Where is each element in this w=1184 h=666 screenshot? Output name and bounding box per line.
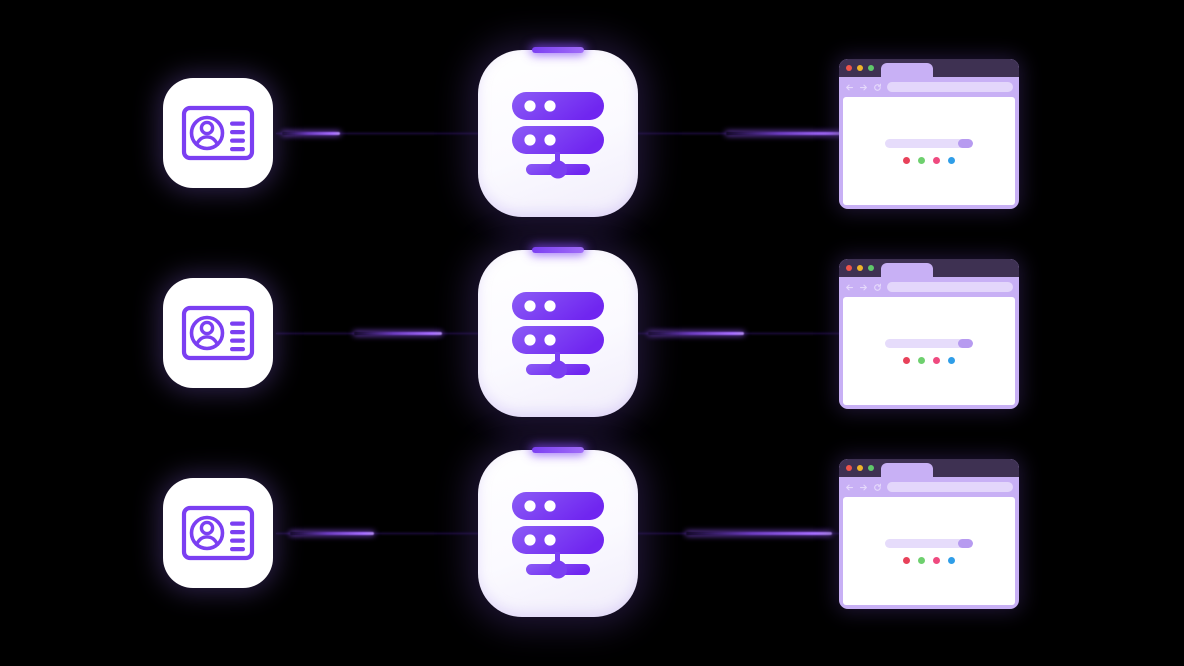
minimize-light-icon[interactable] [857, 465, 863, 471]
browser-window[interactable] [839, 59, 1019, 209]
data-pulse [282, 132, 340, 135]
address-bar[interactable] [887, 82, 1013, 92]
back-arrow-icon[interactable] [845, 83, 854, 92]
traffic-lights [846, 265, 874, 271]
browser-window[interactable] [839, 259, 1019, 409]
back-arrow-icon[interactable] [845, 483, 854, 492]
status-dot-red [903, 556, 910, 564]
address-bar[interactable] [887, 482, 1013, 492]
browser-titlebar [839, 59, 1019, 79]
status-dot-green [918, 356, 925, 364]
data-pulse [726, 132, 846, 135]
minimize-light-icon[interactable] [857, 265, 863, 271]
browser-titlebar [839, 459, 1019, 479]
browser-navbar [839, 277, 1019, 297]
reload-icon[interactable] [873, 483, 882, 492]
maximize-light-icon[interactable] [868, 65, 874, 71]
browser-window[interactable] [839, 459, 1019, 609]
forward-arrow-icon[interactable] [859, 283, 868, 292]
browser-viewport [843, 497, 1015, 605]
server-icon [508, 288, 608, 380]
id-card-tile[interactable] [163, 78, 273, 188]
maximize-light-icon[interactable] [868, 265, 874, 271]
id-card-icon [181, 105, 255, 161]
progress-bar [885, 138, 973, 148]
data-pulse [686, 532, 832, 535]
id-card-icon [181, 505, 255, 561]
status-dot-green [918, 156, 925, 164]
forward-arrow-icon[interactable] [859, 83, 868, 92]
server-accent-bar [532, 47, 584, 53]
status-dots [903, 556, 955, 564]
close-light-icon[interactable] [846, 65, 852, 71]
progress-bar [885, 538, 973, 548]
connector-line-source-to-hub [276, 332, 486, 335]
server-icon [508, 88, 608, 180]
address-bar[interactable] [887, 282, 1013, 292]
traffic-lights [846, 65, 874, 71]
server-tile[interactable] [478, 47, 638, 217]
id-card-icon [181, 305, 255, 361]
reload-icon[interactable] [873, 283, 882, 292]
browser-tab[interactable] [881, 63, 933, 79]
server-accent-bar [532, 247, 584, 253]
browser-viewport [843, 97, 1015, 205]
progress-fill [958, 538, 973, 548]
server-icon [508, 488, 608, 580]
data-pulse [648, 332, 744, 335]
flow-row [0, 234, 1184, 434]
status-dot-blue [948, 356, 955, 364]
server-tile[interactable] [478, 247, 638, 417]
minimize-light-icon[interactable] [857, 65, 863, 71]
status-dots [903, 156, 955, 164]
progress-bar [885, 338, 973, 348]
browser-viewport [843, 297, 1015, 405]
status-dot-pink [933, 556, 940, 564]
connector-line-hub-to-target [630, 332, 842, 335]
maximize-light-icon[interactable] [868, 465, 874, 471]
status-dot-pink [933, 156, 940, 164]
forward-arrow-icon[interactable] [859, 483, 868, 492]
data-pulse [354, 332, 442, 335]
browser-navbar [839, 77, 1019, 97]
data-pulse [290, 532, 374, 535]
close-light-icon[interactable] [846, 265, 852, 271]
flow-row [0, 434, 1184, 634]
browser-tab[interactable] [881, 463, 933, 479]
browser-tab[interactable] [881, 263, 933, 279]
status-dots [903, 356, 955, 364]
status-dot-red [903, 156, 910, 164]
browser-navbar [839, 477, 1019, 497]
connector-line-hub-to-target [630, 532, 842, 535]
connector-line-source-to-hub [276, 532, 486, 535]
status-dot-green [918, 556, 925, 564]
progress-fill [958, 338, 973, 348]
id-card-tile[interactable] [163, 478, 273, 588]
back-arrow-icon[interactable] [845, 283, 854, 292]
status-dot-blue [948, 156, 955, 164]
status-dot-blue [948, 556, 955, 564]
server-tile[interactable] [478, 447, 638, 617]
connector-line-source-to-hub [276, 132, 486, 135]
traffic-lights [846, 465, 874, 471]
browser-titlebar [839, 259, 1019, 279]
status-dot-pink [933, 356, 940, 364]
reload-icon[interactable] [873, 83, 882, 92]
server-accent-bar [532, 447, 584, 453]
id-card-tile[interactable] [163, 278, 273, 388]
connector-line-hub-to-target [630, 132, 846, 135]
progress-fill [958, 138, 973, 148]
close-light-icon[interactable] [846, 465, 852, 471]
status-dot-red [903, 356, 910, 364]
flow-row [0, 34, 1184, 234]
